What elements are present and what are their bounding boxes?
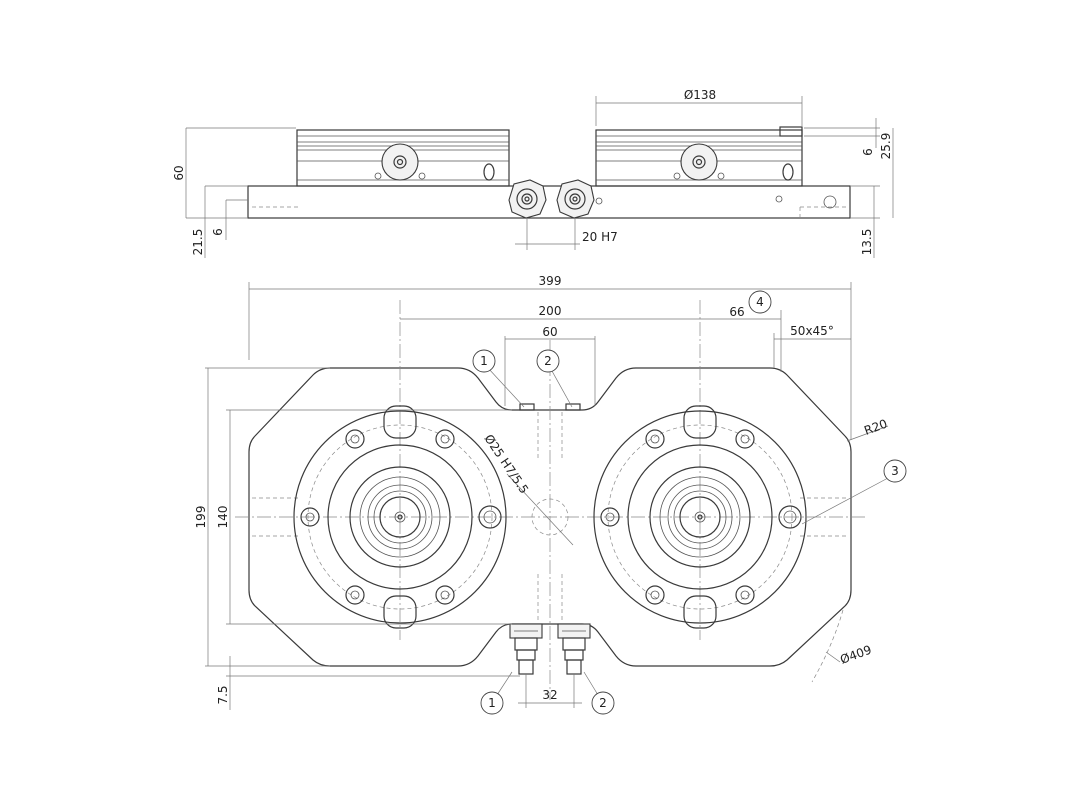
side-view: Ø138 60 21.5 6 20 H7 6 25.9 13.5 [172, 88, 894, 258]
dim-top-width: 199 [194, 506, 208, 529]
dim-side-diameter: Ø138 [684, 88, 716, 102]
side-fitting-1 [508, 179, 547, 219]
side-right-chuck [595, 126, 803, 187]
callout-2-bottom: 2 [599, 696, 607, 710]
dim-top-inner: 140 [216, 506, 230, 529]
dim-top-pitch: 200 [539, 304, 562, 318]
dim-side-slot: 20 H7 [582, 230, 618, 244]
side-base-plate [247, 185, 851, 219]
callout-3: 3 [891, 464, 899, 478]
callout-4: 4 [756, 295, 764, 309]
side-left-chuck [296, 129, 510, 187]
dim-top-edge: 66 [729, 305, 744, 319]
dim-side-right-height: 25.9 [879, 133, 893, 160]
dim-top-center: 60 [542, 325, 557, 339]
dim-top-chamfer: 50x45° [790, 324, 834, 338]
callout-1-bottom: 1 [488, 696, 496, 710]
dim-top-fitting-pitch: 32 [542, 688, 557, 702]
dim-top-bore: Ø25 H7/5.5 [482, 432, 532, 496]
bottom-fitting-1 [509, 623, 543, 675]
callout-2-top: 2 [544, 354, 552, 368]
dim-top-length: 399 [539, 274, 562, 288]
dim-top-circle: Ø409 [838, 643, 873, 667]
right-chuck [593, 405, 807, 629]
dim-side-top-step: 6 [861, 148, 875, 156]
left-chuck [293, 405, 507, 629]
dim-side-base-height: 21.5 [191, 229, 205, 256]
dim-side-height: 60 [172, 165, 186, 180]
plate-outline [248, 367, 852, 667]
dim-top-radius: R20 [862, 417, 889, 438]
top-view: 399 200 60 66 50x45° R20 Ø25 H7/5.5 199 [194, 274, 889, 710]
dim-side-base-offset: 6 [211, 228, 225, 236]
callout-1-top: 1 [480, 354, 488, 368]
bottom-fitting-2 [557, 623, 591, 675]
dim-side-right-base: 13.5 [860, 229, 874, 256]
callouts: 1 2 4 3 1 2 [472, 290, 907, 715]
dim-top-bottom-offset: 7.5 [216, 685, 230, 704]
side-fitting-2 [556, 179, 595, 219]
